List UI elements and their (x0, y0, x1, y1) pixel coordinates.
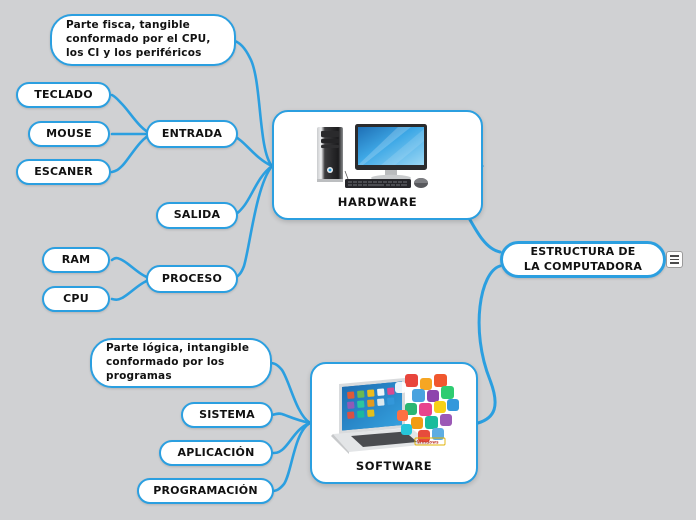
edge-hardware-note (230, 38, 274, 168)
hamburger-bar (670, 262, 679, 264)
node-proceso[interactable]: PROCESO (146, 265, 238, 293)
note-hardware-line2: conformado por el CPU, (66, 33, 211, 46)
node-escaner-label: ESCANER (34, 164, 93, 178)
node-aplicacion[interactable]: APLICACIÓN (159, 440, 273, 466)
node-entrada-label: ENTRADA (161, 126, 223, 140)
node-software-label: SOFTWARE (355, 459, 433, 474)
laptop-apps-image: Windows (312, 370, 476, 458)
node-proceso-label: PROCESO (161, 271, 223, 285)
node-salida-label: SALIDA (173, 208, 221, 222)
node-central-line2: LA COMPUTADORA (523, 259, 643, 273)
node-aplicacion-label: APLICACIÓN (177, 445, 255, 459)
desktop-computer-image (274, 118, 481, 194)
node-central[interactable]: ESTRUCTURA DE LA COMPUTADORA (500, 241, 666, 278)
node-programacion-label: PROGRAMACIÓN (153, 483, 258, 497)
node-cpu-label: CPU (63, 291, 89, 305)
node-teclado-label: TECLADO (34, 87, 93, 101)
hamburger-bar (670, 258, 679, 261)
note-software[interactable]: Parte lógica, intangible conformado por … (90, 338, 272, 388)
hamburger-icon[interactable] (666, 251, 683, 268)
note-software-line3: programas (106, 369, 172, 382)
node-ram[interactable]: RAM (42, 247, 110, 273)
edge-entrada-escaner (110, 132, 154, 174)
edge-software-aplicacion (270, 421, 312, 455)
edge-hardware-proceso (230, 164, 274, 281)
node-mouse[interactable]: MOUSE (28, 121, 110, 147)
node-ram-label: RAM (61, 252, 91, 266)
node-cpu[interactable]: CPU (42, 286, 110, 312)
node-mouse-label: MOUSE (46, 126, 92, 140)
edge-hardware-salida (232, 164, 274, 217)
node-entrada[interactable]: ENTRADA (146, 120, 238, 148)
node-central-line1: ESTRUCTURA DE (530, 244, 636, 258)
node-hardware[interactable]: HARDWARE (272, 110, 483, 220)
edge-software-programacion (270, 421, 312, 493)
edge-central-software (476, 264, 502, 425)
node-teclado[interactable]: TECLADO (16, 82, 111, 108)
hamburger-bar (670, 255, 679, 257)
node-escaner[interactable]: ESCANER (16, 159, 111, 185)
svg-text:Windows: Windows (417, 440, 439, 445)
note-hardware-line1: Parte fisca, tangible (66, 19, 190, 32)
node-software[interactable]: Windows SOFTWARE (310, 362, 478, 484)
node-sistema-label: SISTEMA (199, 407, 255, 421)
note-hardware-line3: los CI y los periféricos (66, 46, 202, 59)
node-salida[interactable]: SALIDA (156, 202, 238, 229)
edge-software-sistema (270, 412, 312, 425)
note-software-line1: Parte lógica, intangible (106, 342, 250, 355)
note-software-line2: conformado por los (106, 356, 225, 369)
node-sistema[interactable]: SISTEMA (181, 402, 273, 428)
note-hardware[interactable]: Parte fisca, tangible conformado por el … (50, 14, 236, 66)
edge-software-note (268, 361, 312, 425)
node-programacion[interactable]: PROGRAMACIÓN (137, 478, 274, 504)
node-hardware-label: HARDWARE (337, 195, 418, 210)
